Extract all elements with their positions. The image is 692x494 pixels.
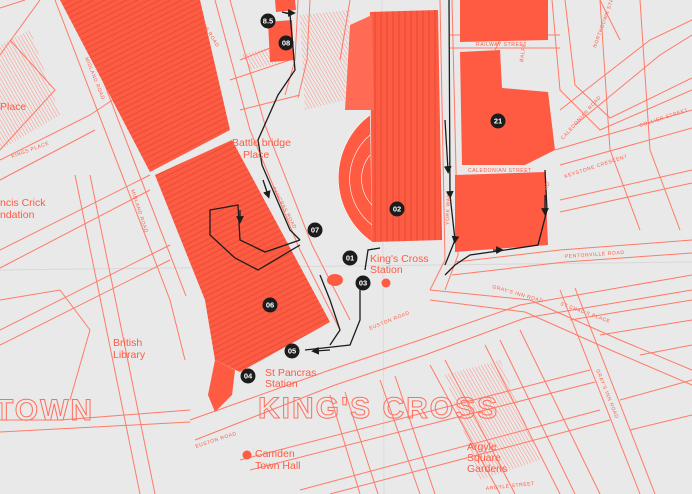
marker-01[interactable]: 01 [342, 250, 358, 266]
label-crick-line1: ncis Crick [0, 197, 46, 209]
street-york-way: YORK WAY [445, 194, 452, 225]
marker-02[interactable]: 02 [389, 201, 405, 217]
street-keystone: KEYSTONE CRESCENT [564, 154, 629, 180]
svg-text:06: 06 [266, 301, 274, 310]
street-collier: COLLIER STREET [639, 107, 689, 128]
label-argyle-line2: Square [467, 452, 501, 464]
marker-08[interactable]: 08 [278, 35, 294, 51]
marker-03[interactable]: 03 [355, 275, 371, 291]
label-argyle-line1: Argyle [467, 441, 497, 453]
label-camden-line2: Town Hall [255, 460, 301, 472]
marker-04[interactable]: 04 [240, 368, 256, 384]
buildings [60, 0, 555, 460]
label-kings-cross-line2: Station [370, 264, 403, 276]
district-labels: TOWN KING'S CROSS [0, 392, 499, 428]
svg-text:8.5: 8.5 [263, 17, 273, 26]
svg-text:01: 01 [346, 254, 354, 263]
marker-21[interactable]: 21 [490, 113, 506, 129]
place-labels: Battle bridge Place King's Cross Station… [0, 101, 507, 475]
svg-text:05: 05 [288, 347, 296, 356]
label-argyle-line3: Gardens [467, 463, 507, 475]
street-euston-center: EUSTON ROAD [369, 310, 411, 332]
marker-06[interactable]: 06 [262, 297, 278, 313]
label-battlebridge-line1: Battle bridge [232, 137, 291, 149]
svg-text:02: 02 [393, 205, 401, 214]
label-st-pancras-line1: St Pancras [265, 367, 316, 379]
walking-route [209, 0, 549, 355]
marker-07[interactable]: 07 [307, 222, 323, 238]
label-british-library-line2: Library [113, 349, 146, 361]
label-british-library-line1: British [113, 337, 142, 349]
district-town: TOWN [0, 394, 94, 427]
label-kings-cross-line1: King's Cross [370, 253, 429, 265]
markers: 8.5 08 21 02 07 01 03 06 05 04 [240, 13, 506, 384]
label-place-left: Place [0, 101, 26, 113]
marker-8-5[interactable]: 8.5 [260, 13, 276, 29]
marker-05[interactable]: 05 [284, 343, 300, 359]
label-st-pancras-line2: Station [265, 378, 298, 390]
district-kings-cross: KING'S CROSS [258, 392, 499, 425]
svg-text:21: 21 [494, 117, 502, 126]
street-northdown: NORTHDOWN STREET [592, 0, 620, 49]
svg-text:03: 03 [359, 279, 367, 288]
street-caledonian-street: CALEDONIAN STREET [468, 168, 532, 174]
street-pentonville: PENTONVILLE ROAD [565, 250, 625, 260]
street-railway: RAILWAY STREET [476, 42, 527, 48]
svg-text:08: 08 [282, 39, 290, 48]
street-argyle: ARGYLE STREET [486, 481, 536, 492]
label-battlebridge-line2: Place [243, 149, 269, 161]
street-grays-inn-top: GRAY'S INN ROAD [491, 284, 544, 304]
label-crick-line2: ndation [0, 209, 35, 221]
svg-text:04: 04 [244, 372, 253, 381]
street-caledonian-road: CALEDONIAN ROAD [560, 95, 603, 142]
svg-text:07: 07 [311, 226, 319, 235]
label-camden-line1: Camden [255, 448, 295, 460]
street-euston-left: EUSTON ROAD [195, 431, 238, 450]
